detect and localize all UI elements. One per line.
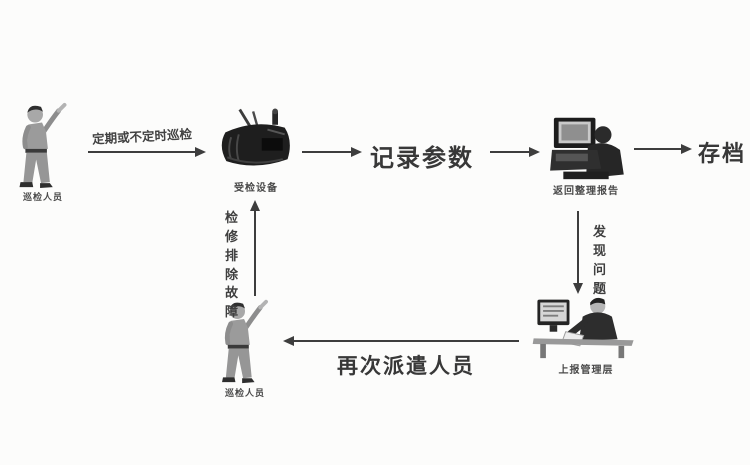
edge-found-problem-label: 发现问题 [592, 224, 606, 296]
person-at-desk-icon [528, 297, 643, 364]
edge-repair-arrow [250, 200, 260, 296]
edge-record-label: 记录参数 [370, 145, 474, 172]
manager-label: 上报管理层 [558, 365, 614, 376]
inspector-top-node [8, 100, 78, 190]
arrowhead-right-icon [681, 144, 692, 154]
edge-redispatch-arrow [283, 336, 519, 346]
person-at-computer-icon [542, 117, 630, 186]
edge-inspection-label: 定期或不定时巡检 [91, 127, 193, 147]
transformer-icon [212, 108, 300, 181]
person-pointing-icon [210, 299, 280, 389]
arrowhead-left-icon [283, 336, 294, 346]
report-clerk-label: 返回整理报告 [553, 186, 619, 197]
edge-record-arrow-1 [302, 147, 362, 157]
arrowhead-right-icon [195, 147, 206, 157]
edge-inspection-arrow [88, 147, 206, 157]
report-clerk-node [542, 114, 630, 182]
edge-archive-arrow [634, 144, 692, 154]
inspector-bottom-label: 巡检人员 [224, 388, 265, 398]
inspector-bottom-node [210, 297, 280, 385]
archive-label: 存档 [698, 141, 747, 166]
arrowhead-down-icon [573, 283, 583, 294]
manager-node [528, 294, 643, 360]
arrowhead-right-icon [351, 147, 362, 157]
edge-record-arrow-2 [490, 147, 540, 157]
edge-found-problem-arrow [573, 211, 583, 294]
arrowhead-right-icon [529, 147, 540, 157]
equipment-node [212, 107, 300, 177]
person-pointing-icon [8, 102, 78, 194]
inspector-top-label: 巡检人员 [22, 192, 63, 202]
edge-redispatch-label: 再次派遣人员 [337, 355, 475, 378]
edge-repair-label: 检修排除故障 [224, 210, 238, 320]
arrowhead-up-icon [250, 200, 260, 211]
equipment-label: 受检设备 [234, 183, 278, 194]
